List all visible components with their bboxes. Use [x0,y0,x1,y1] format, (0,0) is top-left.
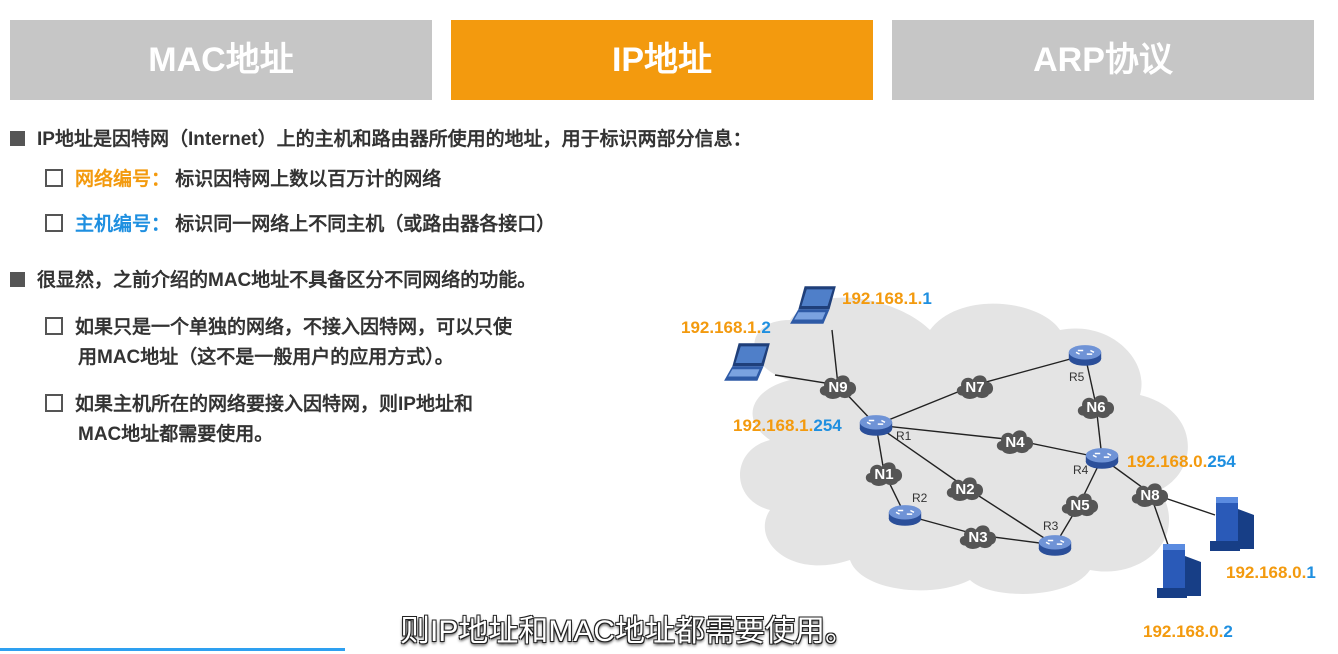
router-icon [888,504,922,527]
svg-text:R5: R5 [1069,370,1085,384]
svg-text:N8: N8 [1140,487,1159,504]
bullet-host-id: 主机编号： 标识同一网络上不同主机（或路由器各接口） [45,210,555,240]
video-subtitle: 则IP地址和MAC地址都需要使用。 [400,615,856,648]
tab-arp-protocol[interactable]: ARP协议 [892,20,1314,100]
checkbox-bullet-icon [45,169,63,187]
bullet-text: 如果只是一个单独的网络，不接入因特网，可以只使 [75,317,513,338]
network-id-key: 网络编号： [75,169,171,190]
router-R5: R5 [1068,344,1102,384]
svg-text:R4: R4 [1073,463,1089,477]
router-icon [859,414,893,437]
svg-text:N4: N4 [1005,434,1025,451]
ip-pc-right: 192.168.0.1 [1226,563,1316,582]
square-bullet-icon [10,272,25,287]
bullet-text: MAC地址都需要使用。 [78,424,274,445]
router-icon [1068,344,1102,367]
network-N8: N8 [1131,483,1169,507]
svg-text:R1: R1 [896,429,912,443]
network-id-text: 标识因特网上数以百万计的网络 [175,169,442,190]
svg-text:R3: R3 [1043,519,1059,533]
ip-pc-bottom: 192.168.0.2 [1143,622,1233,641]
router-R4: R4 [1073,447,1119,477]
ip-laptop-top: 192.168.1.1 [842,289,932,308]
router-R3: R3 [1038,519,1072,557]
checkbox-bullet-icon [45,214,63,232]
svg-text:N6: N6 [1086,399,1105,416]
network-cloud [740,297,1188,594]
network-N5: N5 [1061,493,1099,517]
network-N4: N4 [996,430,1034,454]
router-icon [1038,534,1072,557]
svg-text:N5: N5 [1070,497,1089,514]
network-N1: N1 [865,462,903,486]
svg-text:N9: N9 [828,379,847,396]
network-N2: N2 [946,477,984,501]
tab-ip-address[interactable]: IP地址 [451,20,873,100]
ip-laptop-left: 192.168.1.2 [681,318,771,337]
host-id-text: 标识同一网络上不同主机（或路由器各接口） [175,214,556,235]
progress-accent-line [0,648,345,651]
router-icon [1085,447,1119,470]
bullet-network-id: 网络编号： 标识因特网上数以百万计的网络 [45,165,441,195]
svg-text:N1: N1 [874,466,893,483]
bullet-text: 如果主机所在的网络要接入因特网，则IP地址和 [75,394,473,415]
svg-text:N2: N2 [955,481,974,498]
bullet-single-network: 如果只是一个单独的网络，不接入因特网，可以只使 用MAC地址（这不是一般用户的应… [45,313,512,373]
bullet-text: 很显然，之前介绍的MAC地址不具备区分不同网络的功能。 [37,270,537,291]
bullet-text: 用MAC地址（这不是一般用户的应用方式）。 [78,347,454,368]
network-N6: N6 [1077,395,1115,419]
laptop-icon [724,343,770,381]
bullet-mac-limitation: 很显然，之前介绍的MAC地址不具备区分不同网络的功能。 [10,265,536,292]
desktop-pc-icon [1157,544,1201,598]
tab-bar: MAC地址 IP地址 ARP协议 [10,20,1314,100]
ip-router-r1: 192.168.1.254 [733,416,842,435]
bullet-text: IP地址是因特网（Internet）上的主机和路由器所使用的地址，用于标识两部分… [37,129,752,150]
checkbox-bullet-icon [45,317,63,335]
square-bullet-icon [10,131,25,146]
host-id-key: 主机编号： [75,214,171,235]
router-R1: R1 [859,414,912,443]
network-N3: N3 [959,525,997,549]
bullet-ip-definition: IP地址是因特网（Internet）上的主机和路由器所使用的地址，用于标识两部分… [10,124,752,151]
svg-text:R2: R2 [912,491,928,505]
svg-text:N7: N7 [965,379,984,396]
bullet-internet-access: 如果主机所在的网络要接入因特网，则IP地址和 MAC地址都需要使用。 [45,390,473,450]
checkbox-bullet-icon [45,394,63,412]
network-N9: N9 [819,375,857,399]
desktop-pc-icon [1210,497,1254,551]
svg-text:N3: N3 [968,529,987,546]
ip-router-r4: 192.168.0.254 [1127,452,1236,471]
router-R2: R2 [888,491,928,527]
tab-mac-address[interactable]: MAC地址 [10,20,432,100]
network-N7: N7 [956,375,994,399]
